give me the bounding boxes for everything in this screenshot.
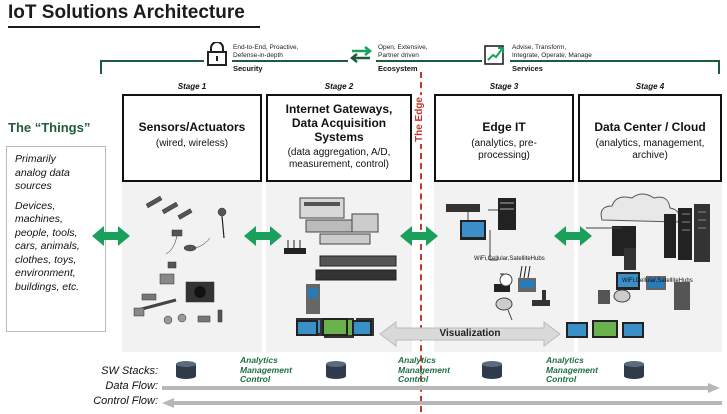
stage-3-hubs-label: WiFi,Cellular,SatelliteHubs (474, 256, 545, 262)
data-flow-arrow-icon (162, 383, 720, 393)
stage-3-subtitle: (analytics, pre-processing) (471, 138, 537, 161)
edge-divider (420, 72, 422, 412)
stage-3-title: Edge IT (482, 120, 526, 134)
security-topic (204, 41, 232, 66)
stage-3-box: Edge IT (analytics, pre-processing) (434, 94, 574, 182)
lock-icon (207, 41, 227, 66)
analytics-stack-2: Analytics Management Control (398, 355, 450, 385)
management-label: Management (546, 364, 598, 375)
analytics-stack-1: Analytics Management Control (240, 355, 292, 385)
control-label: Control (546, 374, 577, 384)
visualization-arrow-icon (379, 321, 561, 347)
stage-2-title: Internet Gateways, Data Acquisition Syst… (285, 102, 393, 144)
stage3-to-stage4-arrow-icon (554, 226, 592, 246)
control-label: Control (240, 374, 271, 384)
ecosystem-label: Ecosystem (378, 64, 418, 73)
title-underline (8, 26, 260, 28)
analytics-label: Analytics (546, 355, 584, 365)
control-label: Control (398, 374, 429, 384)
edge-label: The Edge (414, 95, 425, 145)
sw-stack-3-database-icon (482, 361, 502, 379)
ecosystem-desc: Open, Extensive, Partner driven (378, 44, 428, 59)
stage-4-title: Data Center / Cloud (594, 120, 706, 134)
things-to-stage1-arrow-icon (92, 226, 130, 246)
stage1-to-stage2-arrow-icon (244, 226, 282, 246)
security-desc-line1: End-to-End, Proactive, (233, 44, 299, 51)
management-label: Management (240, 364, 292, 375)
analytics-label: Analytics (240, 355, 278, 365)
services-label: Services (512, 64, 543, 73)
stage-2-label: Stage 2 (324, 82, 354, 91)
sw-stack-2-database-icon (326, 361, 346, 379)
ecosystem-desc-line2: Partner driven (378, 51, 419, 59)
ecosystem-desc-line1: Open, Extensive, (378, 44, 428, 51)
data-flow-label: Data Flow: (105, 380, 158, 392)
services-topic (482, 42, 510, 66)
stage-2-monitors (296, 318, 372, 336)
things-line: Primarily (15, 153, 56, 165)
stage-4-box: Data Center / Cloud (analytics, manageme… (578, 94, 722, 182)
stage-1-label: Stage 1 (177, 82, 207, 91)
services-desc-line1: Advise, Transform, (512, 44, 567, 51)
things-description: Primarily analog data sources Devices, m… (6, 146, 106, 332)
stage-1-panel (122, 182, 262, 352)
stage-1-box: Sensors/Actuators (wired, wireless) (122, 94, 262, 182)
services-desc-line2: Integrate, Operate, Manage (512, 51, 592, 59)
security-desc-line2: Defense-in-depth (233, 51, 283, 59)
control-flow-arrow-icon (162, 398, 722, 408)
analytics-label: Analytics (398, 355, 436, 365)
sw-stacks-label: SW Stacks: (101, 365, 158, 377)
management-label: Management (398, 364, 450, 375)
sw-stack-1-database-icon (176, 361, 196, 379)
things-line: buildings, etc. (15, 280, 80, 293)
ecosystem-topic (348, 42, 376, 66)
control-flow-label: Control Flow: (93, 395, 158, 407)
topic-bar-right-tick (718, 60, 720, 74)
page-title: IoT Solutions Architecture (8, 2, 245, 23)
things-line: Devices, (15, 199, 56, 212)
things-heading: The “Things” (8, 120, 91, 135)
things-line: machines, (15, 213, 63, 225)
stage-1-subtitle: (wired, wireless) (155, 138, 229, 149)
analytics-stack-3: Analytics Management Control (546, 355, 598, 385)
stage-4-monitors (566, 320, 644, 338)
services-desc: Advise, Transform, Integrate, Operate, M… (512, 44, 592, 59)
topic-bar-line (100, 60, 720, 62)
things-line: people, tools, (15, 226, 78, 239)
stage-2-box: Internet Gateways, Data Acquisition Syst… (266, 94, 412, 182)
things-line: sources (15, 180, 52, 192)
stage-3-label: Stage 3 (489, 82, 519, 91)
things-line: analog data (15, 166, 70, 179)
edge-it-illustration (446, 198, 550, 321)
stage-1-title: Sensors/Actuators (138, 120, 246, 134)
things-line: environment, (15, 267, 76, 279)
stage-4-hubs-label: WiFi,Cellular,SatelliteHubs (622, 278, 693, 284)
security-desc: End-to-End, Proactive, Defense-in-depth (233, 44, 298, 59)
growth-chart-icon (484, 45, 504, 65)
stage-4-subtitle: (analytics, management, archive) (595, 138, 705, 161)
sensors-illustration (133, 195, 227, 325)
stage-4-label: Stage 4 (635, 82, 665, 91)
stage-2-subtitle: (data aggregation, A/D, measurement, con… (287, 147, 391, 170)
sw-stack-4-database-icon (624, 361, 644, 379)
stage2-to-stage3-arrow-icon (400, 226, 438, 246)
datacenter-illustration (586, 193, 710, 310)
security-label: Security (233, 64, 263, 73)
topic-bar-left-tick (100, 60, 102, 74)
things-line: clothes, toys, (15, 253, 77, 266)
cycle-arrows-icon (349, 46, 373, 63)
things-line: cars, animals, (15, 240, 80, 252)
visualization-label: Visualization (439, 328, 501, 339)
